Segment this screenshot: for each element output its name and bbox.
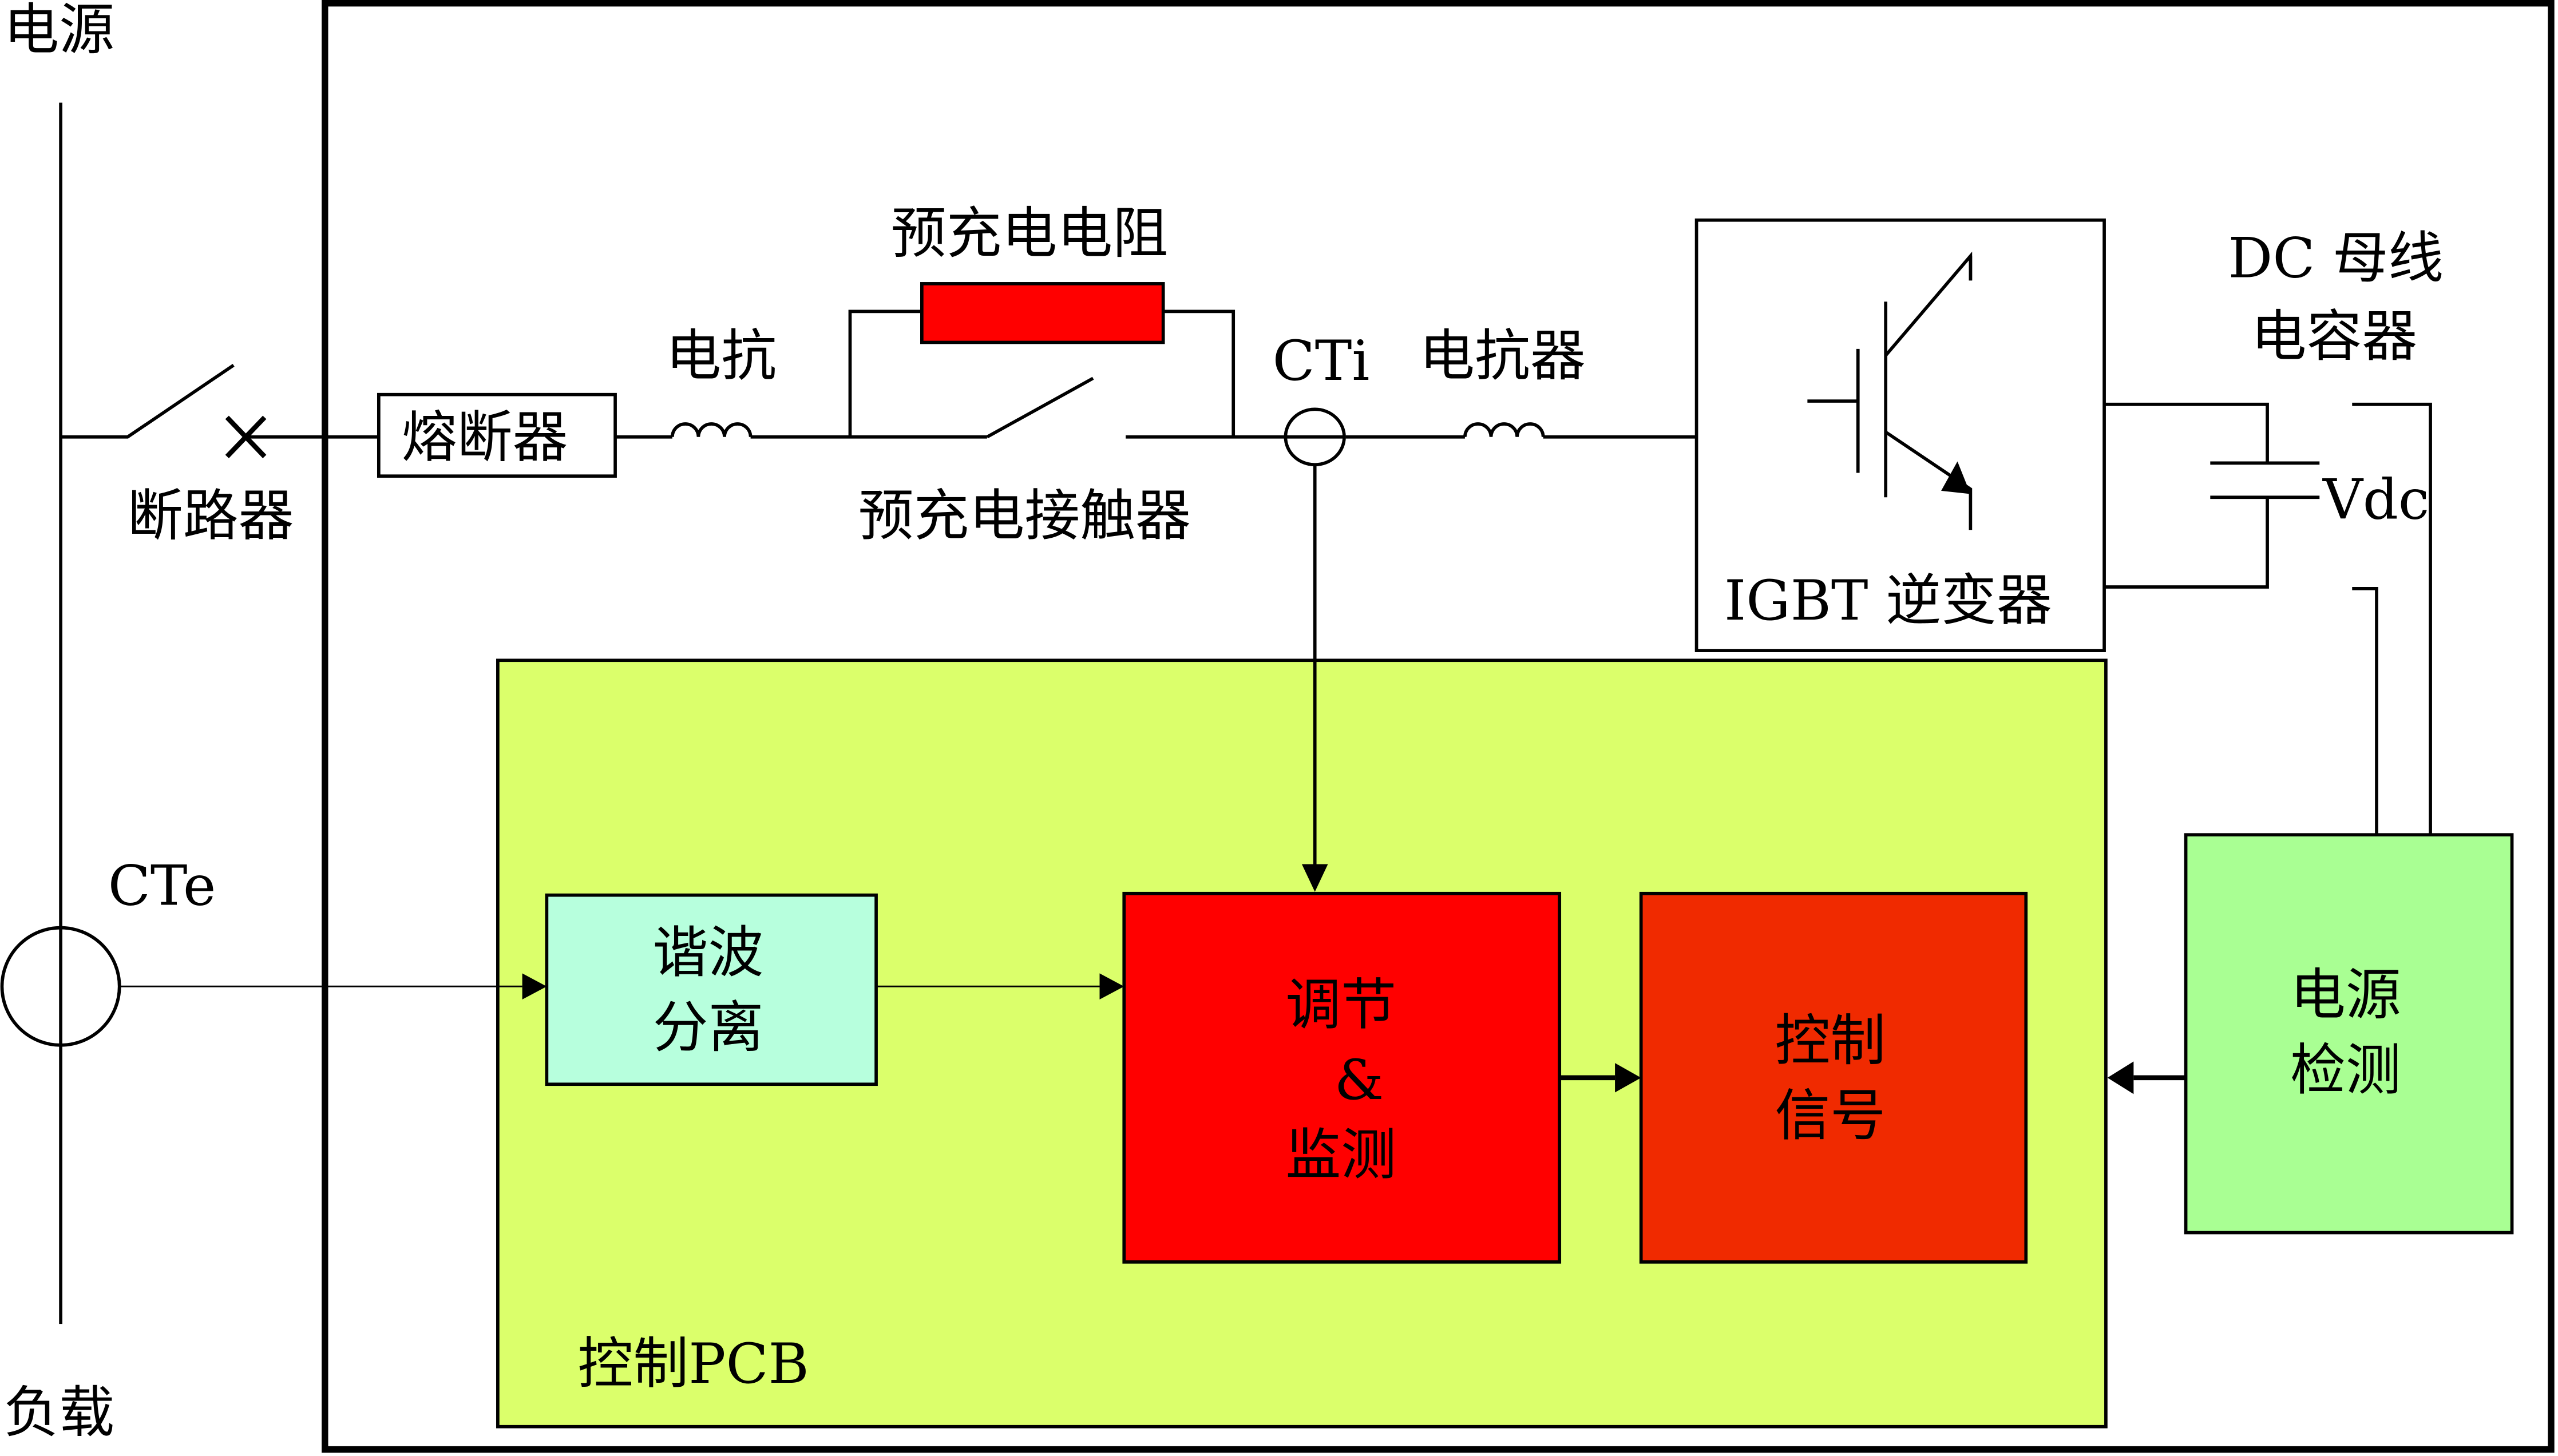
reactor-inductor-icon bbox=[1463, 422, 1545, 437]
inductor-icon bbox=[670, 422, 753, 437]
arrow-icon bbox=[1615, 1063, 1641, 1093]
harmonic-line1: 谐波 bbox=[653, 921, 764, 985]
precharge-resistor bbox=[920, 282, 1165, 344]
reactor-label: 电抗器 bbox=[1419, 323, 1586, 388]
harmonic-line2: 分离 bbox=[653, 995, 764, 1060]
control-signal-line1: 控制 bbox=[1775, 1008, 1886, 1073]
regulate-monitor-block bbox=[1122, 891, 1562, 1264]
cti-label: CTi bbox=[1273, 328, 1370, 393]
breaker-switch-icon bbox=[61, 364, 235, 439]
regulate-line2: & bbox=[1335, 1048, 1384, 1112]
reactance-label: 电抗 bbox=[666, 323, 777, 388]
igbt-inverter-box bbox=[1694, 218, 2106, 652]
harmonic-separation-block bbox=[545, 893, 878, 1086]
control-signal-block bbox=[1639, 891, 2028, 1264]
source-label: 电源 bbox=[3, 0, 114, 62]
enclosure-frame bbox=[322, 0, 2555, 1453]
power-detect-line2: 检测 bbox=[2290, 1038, 2401, 1102]
arrow-icon bbox=[1099, 973, 1124, 1000]
igbt-transistor-icon bbox=[1807, 251, 1973, 530]
breaker-label: 断路器 bbox=[128, 483, 294, 548]
load-label: 负载 bbox=[3, 1380, 114, 1445]
fuse-box bbox=[377, 392, 617, 478]
arrow-icon bbox=[1301, 864, 1328, 892]
control-pcb-label: 控制PCB bbox=[578, 1331, 809, 1396]
igbt-inverter-label: IGBT 逆变器 bbox=[1724, 568, 2052, 633]
arrow-icon bbox=[2107, 1061, 2134, 1094]
cte-label: CTe bbox=[108, 854, 216, 918]
regulate-line3: 监测 bbox=[1285, 1122, 1396, 1187]
dc-bus-label-line1: DC 母线 bbox=[2228, 225, 2444, 290]
power-detect-block bbox=[2184, 833, 2514, 1235]
precharge-contactor-label: 预充电接触器 bbox=[858, 483, 1191, 548]
vdc-label: Vdc bbox=[2322, 467, 2429, 531]
contactor-switch-icon bbox=[986, 376, 1094, 439]
regulate-line1: 调节 bbox=[1285, 973, 1396, 1037]
control-signal-line2: 信号 bbox=[1775, 1084, 1886, 1148]
fuse-label: 熔断器 bbox=[402, 405, 568, 470]
power-detect-line1: 电源 bbox=[2290, 963, 2401, 1027]
precharge-resistor-label: 预充电电阻 bbox=[891, 201, 1168, 266]
arrow-icon bbox=[522, 973, 547, 1000]
dc-bus-label-line2: 电容器 bbox=[2251, 304, 2418, 368]
